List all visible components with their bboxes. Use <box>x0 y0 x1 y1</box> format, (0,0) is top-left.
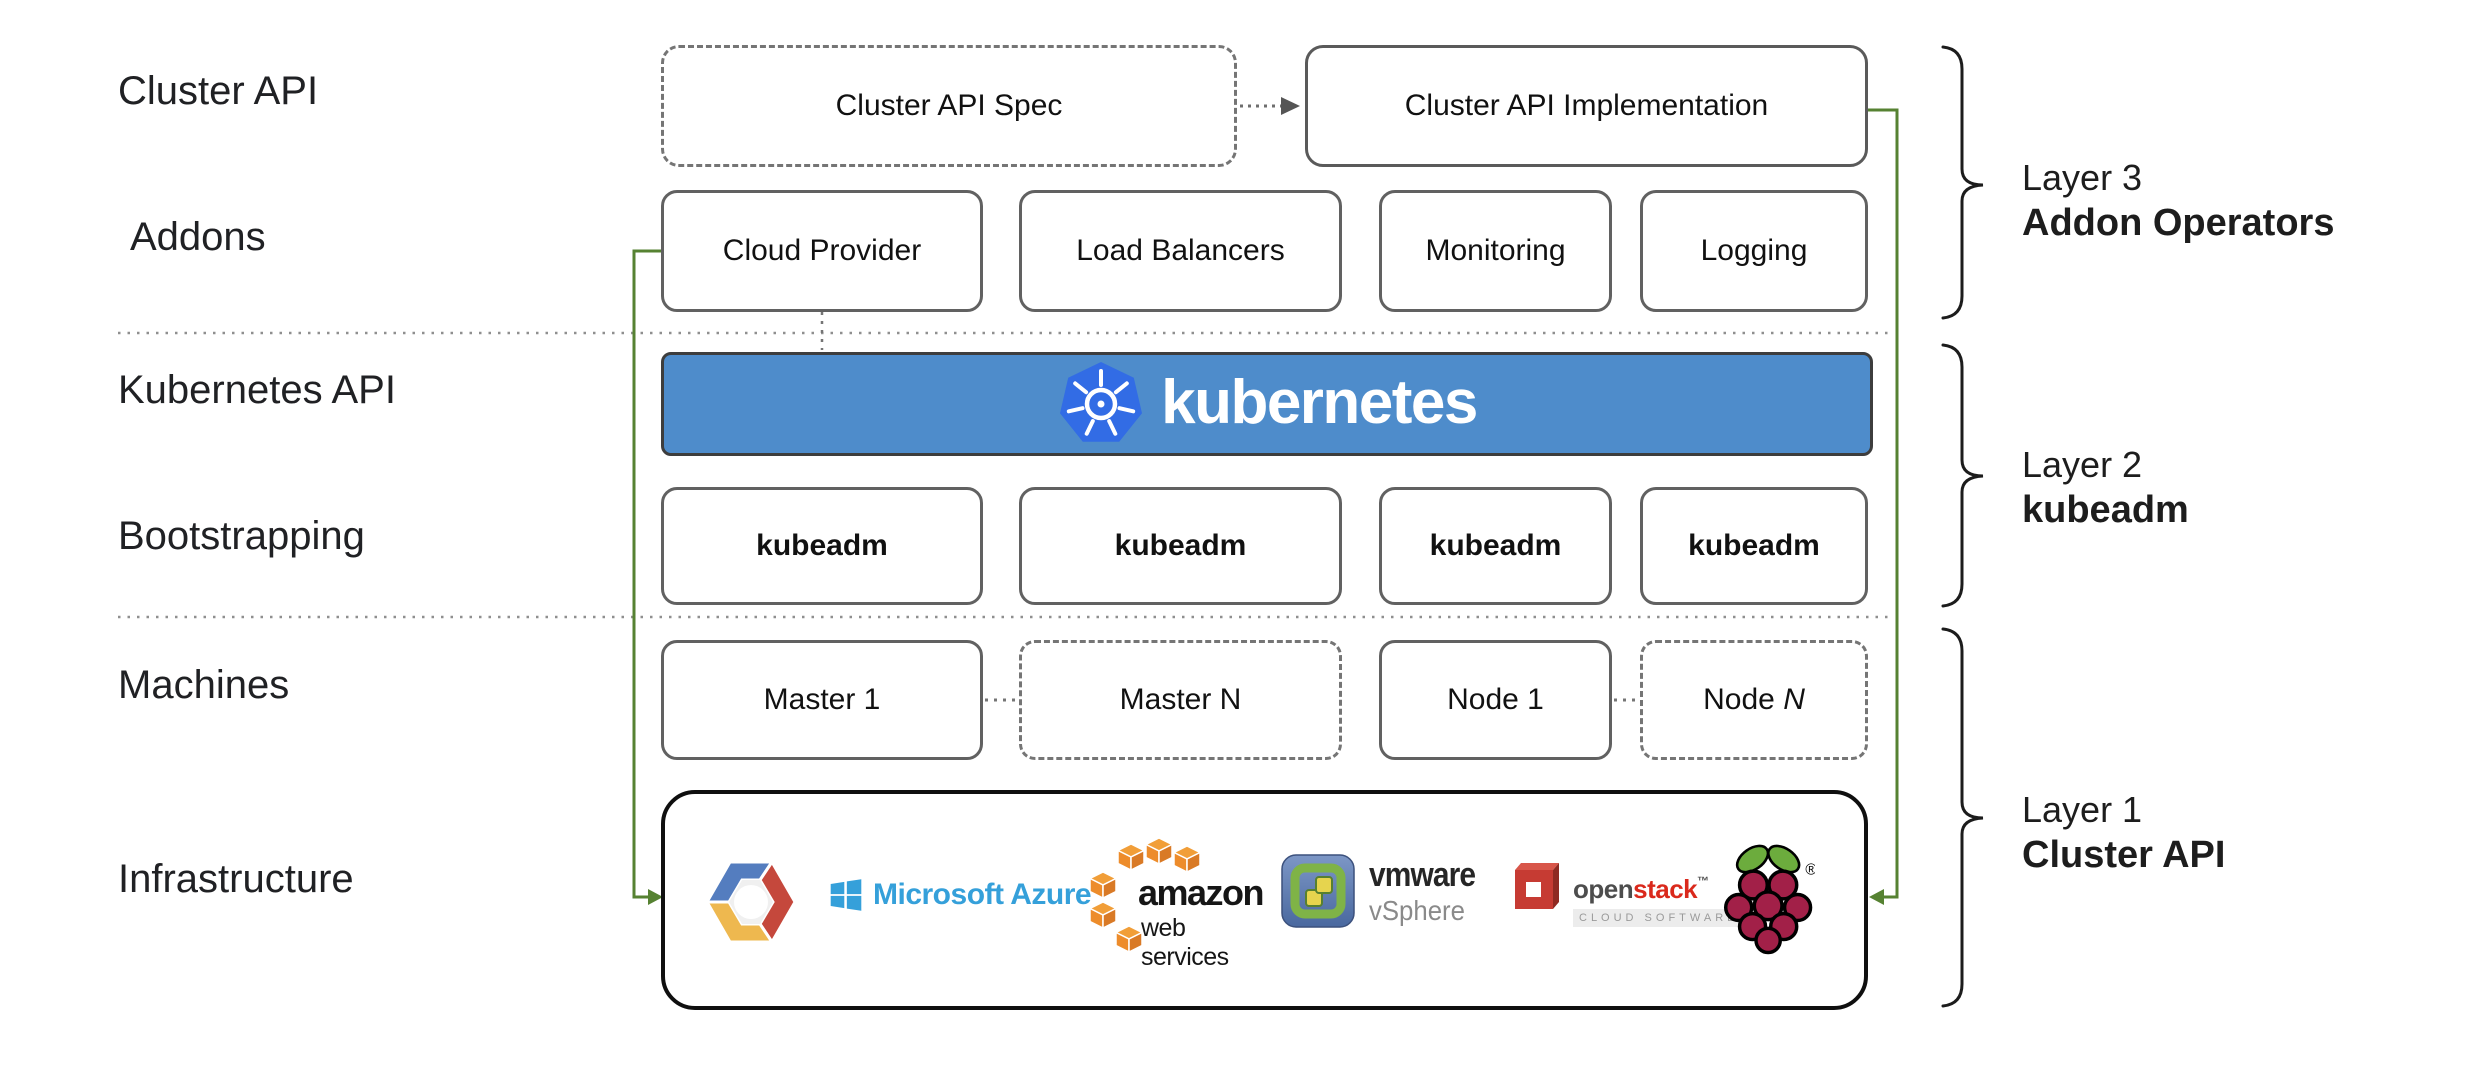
layer2-brace <box>1941 343 1984 608</box>
openstack-icon <box>1515 863 1559 909</box>
kubeadm-label-1: kubeadm <box>756 529 888 562</box>
cluster-api-implementation-box: Cluster API Implementation <box>1305 45 1868 167</box>
load-balancers-label: Load Balancers <box>1076 234 1285 267</box>
layer2-subtitle: kubeadm <box>2022 489 2189 531</box>
vmware-icon <box>1281 854 1355 928</box>
vmware-vsphere-logo: vmware vSphere <box>1281 854 1490 928</box>
openstack-label: openstack™ <box>1573 874 1709 904</box>
cloud-provider-label: Cloud Provider <box>722 234 922 267</box>
row-label-kubernetes-api: Kubernetes API <box>118 368 396 412</box>
cluster-api-spec-box: Cluster API Spec <box>661 45 1237 167</box>
kubernetes-banner: kubernetes <box>661 352 1873 456</box>
spec-to-implementation-arrowhead <box>1281 97 1300 115</box>
machine-box-master-n: Master N <box>1019 640 1342 760</box>
kubeadm-box-2: kubeadm <box>1019 487 1342 605</box>
machine-box-master-1: Master 1 <box>661 640 983 760</box>
addon-box-load-balancers: Load Balancers <box>1019 190 1342 312</box>
node-n-label: Node N <box>1703 683 1805 716</box>
aws-amazon-label: amazon <box>1138 872 1265 913</box>
raspberry-registered-mark: ® <box>1805 862 1815 879</box>
green-connector-left <box>632 249 661 899</box>
kubeadm-box-3: kubeadm <box>1379 487 1612 605</box>
openstack-cloud-software-label: CLOUD SOFTWARE <box>1573 909 1745 927</box>
kubeadm-box-4: kubeadm <box>1640 487 1868 605</box>
addon-box-monitoring: Monitoring <box>1379 190 1612 312</box>
layer3-brace <box>1941 45 1984 320</box>
cluster-api-spec-label: Cluster API Spec <box>835 89 1063 122</box>
row-label-addons: Addons <box>130 215 266 259</box>
kubernetes-banner-label: kubernetes <box>1161 367 1478 437</box>
kubeadm-label-4: kubeadm <box>1688 529 1820 562</box>
google-cloud-logo-icon <box>704 859 797 945</box>
microsoft-azure-logo: Microsoft Azure <box>829 878 1092 912</box>
row-label-machines: Machines <box>118 663 290 707</box>
row-label-infrastructure: Infrastructure <box>118 857 354 901</box>
row-label-bootstrapping: Bootstrapping <box>118 514 365 558</box>
layer1-brace <box>1941 627 1984 1008</box>
vsphere-label: vSphere <box>1369 894 1465 926</box>
aws-web-services-label: web services <box>1141 914 1229 971</box>
monitoring-label: Monitoring <box>1425 234 1566 267</box>
layer1-title: Layer 1 <box>2022 789 2143 830</box>
microsoft-azure-label: Microsoft Azure <box>873 878 1092 911</box>
layer1-subtitle: Cluster API <box>2022 834 2226 876</box>
layer2-annotation: Layer 2 kubeadm <box>2022 443 2189 533</box>
green-connector-right-arrowhead <box>1869 889 1884 905</box>
aws-logo: amazon web services <box>1088 836 1273 971</box>
openstack-logo: openstack™ CLOUD SOFTWARE <box>1509 856 1745 927</box>
microsoft-flag-icon <box>830 879 862 911</box>
kubeadm-label-3: kubeadm <box>1429 529 1562 562</box>
row-label-cluster-api: Cluster API <box>118 69 319 113</box>
vmware-label: vmware <box>1369 855 1476 894</box>
kubeadm-box-1: kubeadm <box>661 487 983 605</box>
addon-box-logging: Logging <box>1640 190 1868 312</box>
node-1-label: Node 1 <box>1447 683 1544 716</box>
machine-box-node-n: Node N <box>1640 640 1868 760</box>
addon-box-cloud-provider: Cloud Provider <box>661 190 983 312</box>
raspberry-pi-logo-icon: ® <box>1723 844 1815 955</box>
layer3-title: Layer 3 <box>2022 157 2143 198</box>
green-connector-left-arrowhead <box>648 889 663 905</box>
kubeadm-label-2: kubeadm <box>1114 529 1247 562</box>
layer2-title: Layer 2 <box>2022 444 2143 485</box>
green-connector-right <box>1861 108 1899 899</box>
master-n-label: Master N <box>1119 683 1242 716</box>
master-1-label: Master 1 <box>763 683 881 716</box>
kubernetes-logo-icon <box>1060 362 1143 442</box>
layer3-annotation: Layer 3 Addon Operators <box>2022 156 2334 246</box>
infrastructure-box: Microsoft Azure amazon we <box>661 790 1868 1010</box>
logging-label: Logging <box>1700 234 1808 267</box>
layer3-subtitle: Addon Operators <box>2022 202 2335 244</box>
layer1-annotation: Layer 1 Cluster API <box>2022 788 2225 878</box>
cluster-api-implementation-label: Cluster API Implementation <box>1404 89 1769 122</box>
machine-box-node-1: Node 1 <box>1379 640 1612 760</box>
